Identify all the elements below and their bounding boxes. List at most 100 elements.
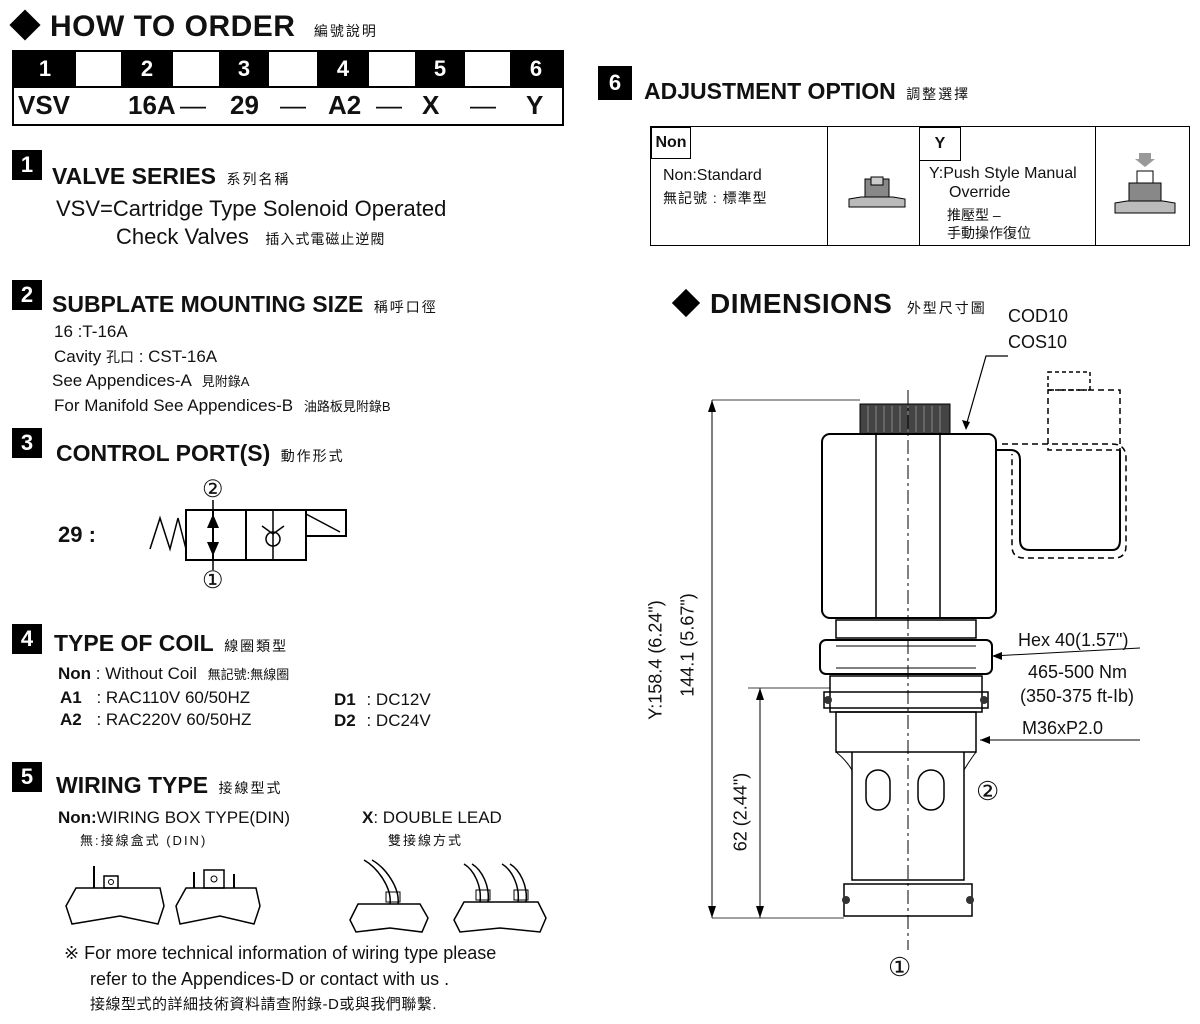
wiring-type-illustrations — [65, 859, 547, 933]
order-code-wiring: X — [422, 90, 440, 120]
standard-valve-icon — [848, 176, 906, 208]
torque-nm-label: 465-500 Nm — [1028, 662, 1128, 682]
section-4-title: TYPE OF COIL — [54, 630, 214, 656]
option-non-tag: Non — [651, 127, 691, 159]
coil-non-key: Non — [58, 664, 92, 683]
order-code-table: 1 2 3 4 5 6 VSV 16A — 29 — A2 — X — Y — [12, 50, 564, 126]
order-num-1: 1 — [14, 52, 76, 86]
port-1-label: ① — [202, 567, 224, 594]
port-2-label: ② — [202, 476, 224, 503]
section-4-title-zh: 線圈類型 — [224, 638, 289, 654]
order-num-5: 5 — [415, 52, 465, 86]
valve-series-line1: VSV=Cartridge Type Solenoid Operated — [56, 196, 447, 221]
order-code-port: 29 — [230, 90, 259, 120]
section-4-heading: TYPE OF COIL 線圈類型 — [54, 630, 288, 657]
section-2-title-zh: 稱呼口徑 — [373, 299, 438, 315]
order-code-coil: A2 — [328, 90, 362, 120]
appendix-b-text: For Manifold See Appendices-B — [54, 396, 294, 415]
hex-size-label: Hex 40(1.57") — [1018, 630, 1129, 650]
order-dash: — — [470, 90, 496, 120]
valve-series-text: Check Valves — [116, 224, 249, 249]
order-code-series: VSV — [18, 90, 71, 120]
page-title-zh: 編號說明 — [313, 23, 378, 39]
cavity-zh: 孔口 — [105, 349, 134, 365]
wiring-note-line2: refer to the Appendices-D or contact wit… — [90, 969, 450, 989]
torque-ft-label: (350-375 ft-Ib) — [1020, 686, 1135, 706]
appendix-a-zh: 見附錄A — [201, 374, 250, 389]
section-3-title: CONTROL PORT(S) — [56, 440, 271, 466]
order-dash: — — [376, 90, 402, 120]
wiring-x-zh: 雙接線方式 — [388, 833, 464, 848]
coil-a1-key: A1 — [60, 688, 82, 707]
adjustment-option-table: Non Non:Standard 無記號 : 標準型 Y Y:Push Styl… — [650, 126, 1190, 246]
dimensions-header: DIMENSIONS 外型尺寸圖 — [671, 288, 987, 320]
din-connector-side-icon — [65, 866, 165, 925]
how-to-order-header: HOW TO ORDER 編號說明 — [9, 9, 378, 44]
option-non-zh: 無記號 : 標準型 — [663, 190, 768, 206]
section-3-title-zh: 動作形式 — [280, 448, 345, 464]
section-3-number: 3 — [12, 428, 42, 458]
section-5-number: 5 — [12, 762, 42, 792]
control-port-code: 29 : — [58, 522, 96, 547]
section-1-heading: VALVE SERIES 系列名稱 — [52, 163, 290, 190]
double-lead-single-icon — [349, 859, 429, 933]
section-6-heading: ADJUSTMENT OPTION 調整選擇 — [644, 78, 970, 105]
section-1-number: 1 — [12, 150, 42, 180]
coil-d2: D2 : DC24V — [334, 711, 431, 731]
mounting-size-line4: For Manifold See Appendices-B 油路板見附錄B — [54, 396, 391, 416]
thread-label: M36xP2.0 — [1022, 718, 1104, 738]
valve-series-zh: 插入式電磁止逆閥 — [265, 231, 386, 247]
dimensions-title: DIMENSIONS — [710, 288, 893, 319]
mounting-size-line3: See Appendices-A 見附錄A — [52, 371, 249, 391]
mounting-size-line1: 16 :T-16A — [54, 322, 128, 341]
order-num-3: 3 — [219, 52, 269, 86]
appendix-a-text: See Appendices-A — [52, 371, 191, 390]
valve-series-line2: Check Valves 插入式電磁止逆閥 — [116, 224, 385, 250]
dim-port-1-label: ① — [888, 952, 912, 982]
coil-a2-value: : RAC220V 60/50HZ — [96, 710, 252, 729]
section-2-title: SUBPLATE MOUNTING SIZE — [52, 291, 364, 317]
order-code-adjust: Y — [526, 90, 544, 120]
coil-cos-label: COS10 — [1008, 332, 1068, 352]
option-y-desc-1: Y:Push Style Manual — [929, 165, 1077, 182]
section-5-title: WIRING TYPE — [56, 772, 209, 798]
section-6-title: ADJUSTMENT OPTION — [644, 78, 896, 104]
order-dash: — — [280, 90, 306, 120]
option-y-zh-2: 手動操作復位 — [947, 225, 1031, 241]
coil-a1: A1 : RAC110V 60/50HZ — [60, 688, 250, 708]
order-num-4: 4 — [317, 52, 369, 86]
wiring-x: X: DOUBLE LEAD — [362, 808, 502, 828]
valve-dimension-drawing — [708, 355, 1141, 950]
cavity-label: Cavity — [54, 347, 102, 366]
option-y-tag: Y — [919, 127, 961, 161]
coil-non-value: : Without Coil — [95, 664, 197, 683]
section-3-heading: CONTROL PORT(S) 動作形式 — [56, 440, 345, 467]
wiring-x-key: X — [362, 808, 374, 827]
body-height-label: 144.1 (5.67") — [677, 593, 698, 697]
section-1-title: VALVE SERIES — [52, 163, 217, 189]
wiring-x-value: : DOUBLE LEAD — [373, 808, 502, 827]
wiring-note-line3: 接線型式的詳細技術資料請查附錄-D或與我們聯繫. — [90, 996, 437, 1013]
dim-port-2-label: ② — [976, 776, 1000, 806]
section-2-heading: SUBPLATE MOUNTING SIZE 稱呼口徑 — [52, 291, 438, 318]
coil-a1-value: : RAC110V 60/50HZ — [96, 688, 251, 707]
option-non-desc: Non:Standard — [663, 167, 762, 184]
coil-d1-key: D1 — [334, 690, 356, 709]
coil-d2-value: : DC24V — [366, 711, 431, 730]
coil-cod-label: COD10 — [1008, 306, 1069, 326]
diamond-icon — [671, 288, 701, 318]
lower-height-label: 62 (2.44") — [730, 772, 751, 852]
wiring-non-zh: 無:接線盒式 (DIN) — [80, 833, 208, 848]
diamond-icon — [9, 9, 41, 41]
cavity-value: : CST-16A — [138, 347, 218, 366]
section-4-number: 4 — [12, 624, 42, 654]
section-5-title-zh: 接線型式 — [218, 780, 283, 796]
coil-non: Non : Without Coil 無記號:無線圈 — [58, 664, 289, 684]
dimensions-title-zh: 外型尺寸圖 — [906, 300, 987, 316]
coil-non-zh: 無記號:無線圈 — [207, 667, 290, 682]
control-port-symbol — [149, 500, 347, 570]
coil-a2: A2 : RAC220V 60/50HZ — [60, 710, 251, 730]
order-num-6: 6 — [510, 52, 562, 86]
mounting-size-line2: Cavity 孔口 : CST-16A — [54, 347, 217, 367]
coil-d1-value: : DC12V — [366, 690, 431, 709]
